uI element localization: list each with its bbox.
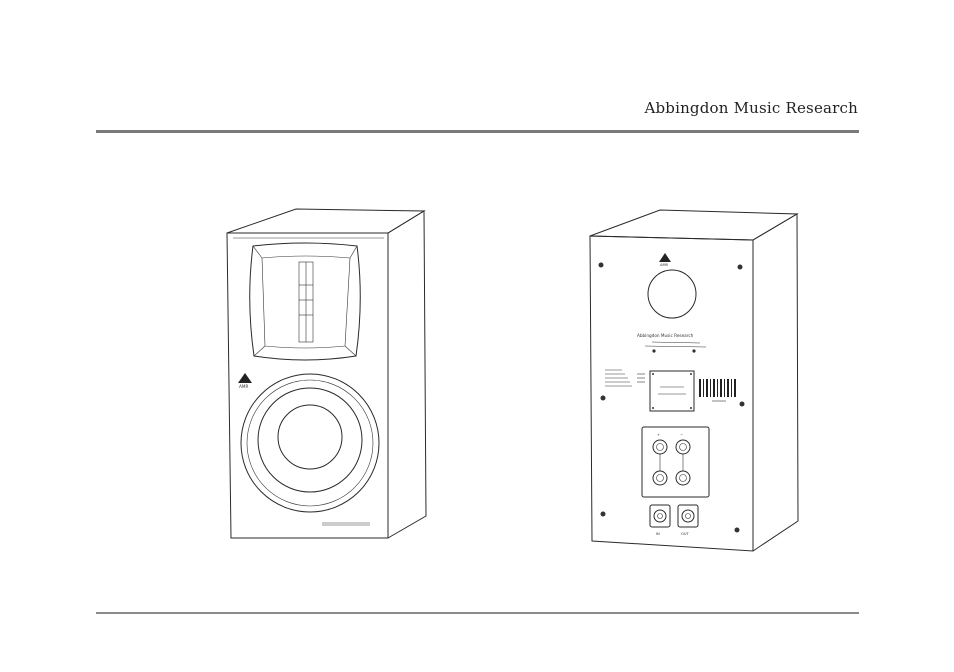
barcode-label [699, 379, 736, 402]
header-rule [96, 130, 859, 133]
woofer-frame [240, 373, 380, 513]
brand-logotype: Abbingdon Music Research [644, 99, 858, 117]
footer-rule [96, 612, 859, 614]
rear-speaker-top [589, 209, 799, 241]
terminal-label-plus: + [657, 433, 660, 437]
connector-label-in: IN [656, 532, 660, 536]
spec-text-block [605, 369, 645, 387]
amr-logo-rear: AMR [659, 253, 671, 267]
connector-out [677, 504, 699, 528]
info-plate [649, 370, 695, 412]
amr-logo-front: AMR [238, 373, 252, 389]
terminal-plate [641, 426, 710, 498]
bass-port [647, 269, 697, 319]
woofer-cone [257, 387, 363, 493]
front-speaker-baffle [226, 232, 389, 539]
front-speaker: AMR [226, 208, 427, 539]
binding-posts [652, 439, 691, 486]
rear-speaker-back [589, 235, 754, 552]
woofer-dustcap [277, 404, 343, 470]
terminal-label-minus: − [680, 433, 683, 437]
rear-brand-text: Abbingdon Music Research [637, 333, 694, 338]
tweeter-horn [249, 242, 361, 361]
svg-text:AMR: AMR [239, 384, 248, 389]
svg-text:AMR: AMR [660, 263, 669, 267]
rear-speaker-side [752, 213, 799, 552]
connector-label-out: OUT [681, 532, 689, 536]
front-speaker-side [387, 210, 427, 539]
panel-screws [598, 262, 745, 533]
connector-in [649, 504, 671, 528]
rear-speaker: AMR Abbingdon Music Research [589, 209, 799, 552]
